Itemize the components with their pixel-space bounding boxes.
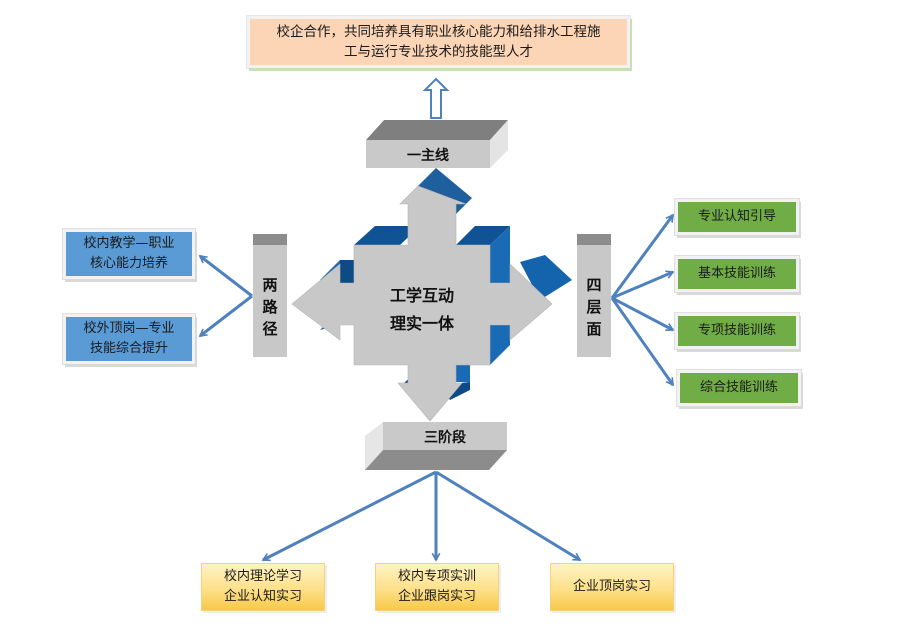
center-cross (291, 185, 553, 422)
path-box-2: 校外顶岗—专业 技能综合提升 (63, 314, 195, 364)
two-paths-char-3: 径 (262, 320, 278, 338)
stage-box-3: 企业顶岗实习 (550, 563, 674, 611)
four-levels-char-3: 面 (586, 320, 602, 338)
path-box-2-line-2: 技能综合提升 (89, 341, 168, 356)
center-line-2: 理实一体 (389, 314, 454, 333)
four-levels-char-1: 四 (586, 276, 602, 294)
two-paths-char-2: 路 (262, 298, 278, 316)
three-stages-slab (365, 422, 507, 470)
path-box-2-line-1: 校外顶岗—专业 (83, 321, 175, 336)
arrow-stage-1 (263, 470, 437, 562)
stage-box-3-line-1: 企业顶岗实习 (572, 579, 651, 594)
stage-box-1-line-1: 校内理论学习 (223, 569, 302, 584)
stage-box-2-line-1: 校内专项实训 (397, 569, 476, 584)
main-line-label: 一主线 (407, 148, 449, 164)
arrow-level-4 (610, 297, 675, 385)
center-line-1: 工学互动 (389, 286, 454, 305)
path-box-1-line-1: 校内教学—职业 (83, 236, 175, 251)
pillar-cap (577, 234, 611, 245)
four-levels-char-2: 层 (586, 298, 602, 316)
two-paths-pillar: 两 路 径 (253, 234, 287, 357)
arrow-stage-3 (435, 470, 580, 562)
stage-box-1: 校内理论学习 企业认知实习 (201, 563, 325, 611)
level-box-1: 专业认知引导 (675, 199, 799, 235)
arrow-path-1 (200, 254, 253, 298)
path-box-1-line-2: 核心能力培养 (89, 256, 168, 271)
up-arrow-to-goal (422, 77, 450, 119)
stage-box-2-line-2: 企业跟岗实习 (397, 589, 476, 604)
goal-line-2: 工与运行专业技术的技能型人才 (344, 44, 533, 60)
three-stages-label: 三阶段 (424, 430, 466, 446)
four-levels-pillar: 四 层 面 (577, 234, 611, 357)
two-paths-char-1: 两 (262, 276, 278, 294)
arrow-level-2 (611, 272, 673, 300)
level-box-3: 专项技能训练 (675, 313, 799, 349)
stage-box-2: 校内专项实训 企业跟岗实习 (375, 563, 499, 611)
level-box-4: 综合技能训练 (677, 370, 801, 406)
path-box-1: 校内教学—职业 核心能力培养 (63, 229, 195, 279)
stage-box-1-line-2: 企业认知实习 (223, 589, 302, 604)
pillar-cap (253, 234, 287, 245)
arrow-level-1 (610, 215, 675, 299)
level-box-2: 基本技能训练 (675, 256, 799, 292)
arrow-path-2 (200, 294, 253, 338)
main-line-slab (366, 120, 508, 168)
arrow-level-3 (611, 296, 673, 332)
center-label: 工学互动 理实一体 (352, 282, 492, 338)
goal-line-1: 校企合作，共同培养具有职业核心能力和给排水工程施 (276, 24, 601, 40)
goal-box: 校企合作，共同培养具有职业核心能力和给排水工程施 工与运行专业技术的技能型人才 (247, 16, 630, 68)
